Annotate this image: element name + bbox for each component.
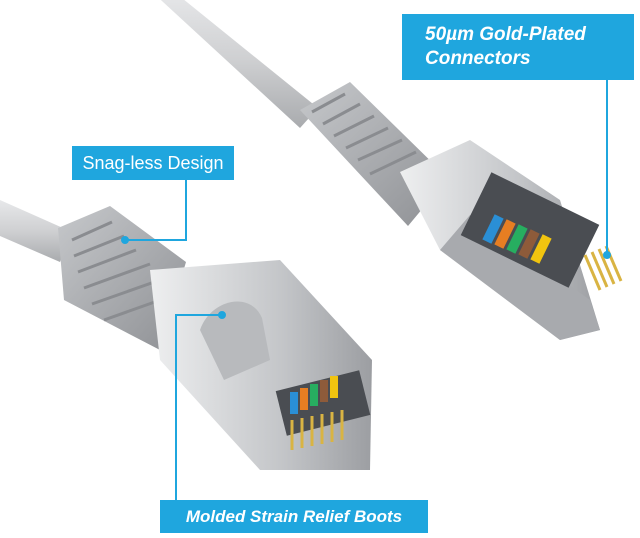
- right-cable: [160, 0, 318, 128]
- gold-plated-line2: Connectors: [425, 48, 531, 69]
- left-gold-pins: [290, 410, 344, 450]
- snagless-hood: [200, 301, 270, 380]
- snag-less-callout: Snag-less Design: [72, 146, 234, 180]
- right-gold-pins: [583, 245, 623, 291]
- strain-relief-callout: Molded Strain Relief Boots: [160, 500, 428, 533]
- leader-boots: [175, 314, 222, 500]
- left-rj45-connector: [150, 260, 372, 470]
- gold-plated-line1: 50µm Gold-Plated: [425, 24, 586, 45]
- leader-gold-dot: [603, 251, 611, 259]
- right-rj45-connector: [400, 140, 623, 340]
- leader-snag-dot: [121, 236, 129, 244]
- strain-relief-label: Molded Strain Relief Boots: [185, 506, 403, 526]
- left-connector-wires: [290, 376, 338, 414]
- left-cable: [0, 200, 72, 262]
- gold-plated-callout: 50µm Gold-Plated Connectors: [402, 14, 634, 80]
- right-connector-wires: [482, 214, 552, 264]
- snag-less-label: Snag-less Design: [82, 152, 224, 173]
- left-strain-relief-boot: [58, 206, 186, 350]
- leader-snag: [125, 180, 187, 241]
- leader-boots-dot: [218, 311, 226, 319]
- leader-lines: [121, 80, 611, 500]
